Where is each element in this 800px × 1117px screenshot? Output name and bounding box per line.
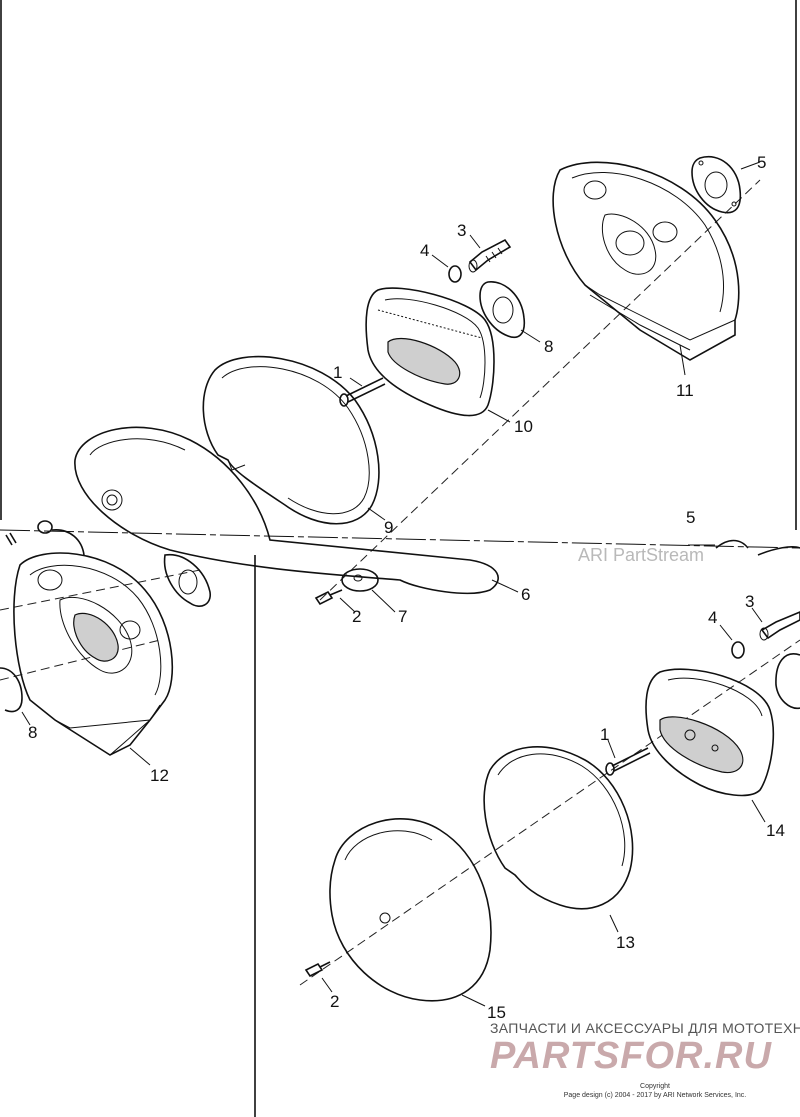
part-3-bolt-right xyxy=(759,611,800,641)
callout-left-8: 8 xyxy=(28,723,37,742)
top-leaders xyxy=(339,161,761,613)
promo-brand: PARTSFOR.RU xyxy=(490,1035,772,1077)
part-6-cover xyxy=(74,426,499,595)
part-5-gasket-right xyxy=(715,539,749,549)
part-15-cover xyxy=(329,818,492,1002)
callout-right-14: 14 xyxy=(766,821,785,840)
callout-top-8: 8 xyxy=(544,337,553,356)
promo-tagline: ЗАПЧАСТИ И АКСЕССУАРЫ ДЛЯ МОТОТЕХНИКИ xyxy=(490,1020,800,1036)
callout-top-7: 7 xyxy=(398,607,407,626)
callout-top-10: 10 xyxy=(514,417,533,436)
part-3-bolt xyxy=(468,238,512,273)
part-8-gasket xyxy=(479,281,526,339)
part-13-seal-ring xyxy=(483,746,634,910)
top-assembly: 5 3 4 8 11 1 10 9 2 7 6 xyxy=(74,153,766,626)
footer: Copyright Page design (c) 2004 - 2017 by… xyxy=(564,1083,747,1099)
part-12-backplate xyxy=(13,552,174,756)
callout-top-1: 1 xyxy=(333,363,342,382)
watermark: ARI PartStream xyxy=(578,545,704,565)
callout-right-1: 1 xyxy=(600,725,609,744)
part-9-seal-ring xyxy=(202,355,380,525)
callout-top-11: 11 xyxy=(676,381,694,400)
part-14-filter-element xyxy=(645,668,775,797)
callout-right-5: 5 xyxy=(686,508,695,527)
right-assembly: 5 3 4 1 14 13 15 2 xyxy=(299,508,800,1022)
part-4-o-ring-right xyxy=(731,641,745,659)
part-10-filter-element xyxy=(365,287,495,417)
part-1-screw xyxy=(339,377,386,407)
part-2-screw-right xyxy=(304,961,331,978)
part-5-gasket xyxy=(691,155,742,214)
callout-top-2: 2 xyxy=(352,607,361,626)
part-7-medallion xyxy=(341,568,379,592)
callout-top-6: 6 xyxy=(521,585,530,604)
part-8-gasket-left xyxy=(0,667,23,713)
promo-banner: ЗАПЧАСТИ И АКСЕССУАРЫ ДЛЯ МОТОТЕХНИКИ PA… xyxy=(490,1020,800,1077)
right-leaders xyxy=(321,544,766,1007)
callout-right-4: 4 xyxy=(708,608,717,627)
left-small-parts xyxy=(5,520,211,607)
callout-top-5: 5 xyxy=(757,153,766,172)
left-assembly: 8 12 xyxy=(0,520,211,785)
part-1-screw-right xyxy=(605,747,651,776)
callout-top-3: 3 xyxy=(457,221,466,240)
callout-top-9: 9 xyxy=(384,518,393,537)
callout-right-2: 2 xyxy=(330,992,339,1011)
part-11-backplate xyxy=(552,161,740,361)
callout-top-4: 4 xyxy=(420,241,429,260)
callout-right-13: 13 xyxy=(616,933,635,952)
callout-right-3: 3 xyxy=(745,592,754,611)
part-4-o-ring xyxy=(448,265,462,283)
callout-right-15: 15 xyxy=(487,1003,506,1022)
part-2-screw xyxy=(314,589,343,606)
copyright-label: Copyright xyxy=(640,1083,670,1090)
callout-left-12: 12 xyxy=(150,766,169,785)
copyright-line: Page design (c) 2004 - 2017 by ARI Netwo… xyxy=(564,1092,747,1099)
